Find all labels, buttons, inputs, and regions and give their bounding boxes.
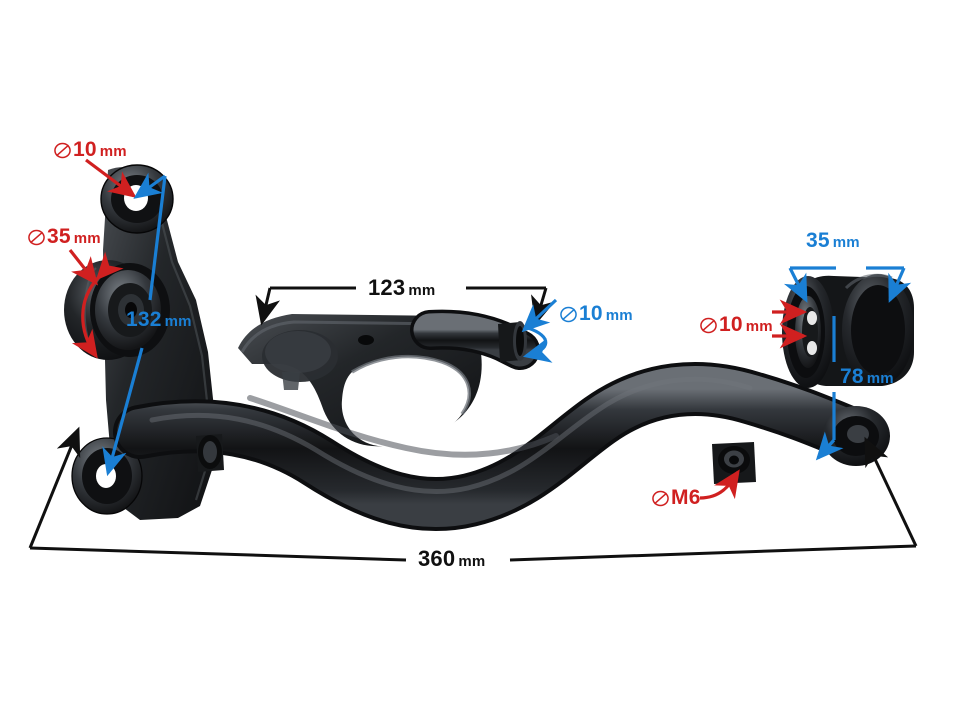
leader-len-78: [815, 316, 844, 461]
dim-value: 10: [579, 302, 603, 325]
diameter-icon: [700, 317, 717, 334]
diameter-icon: [28, 229, 45, 246]
leader-len-132: [102, 172, 167, 477]
leader-len-35-right: [783, 266, 912, 303]
dim-unit: mm: [408, 282, 436, 299]
leader-dia-10-right: [772, 299, 808, 349]
label-dia-m6: M6: [652, 487, 704, 510]
right-bushing: [782, 273, 914, 466]
dim-unit: mm: [605, 307, 633, 324]
dim-unit: mm: [164, 313, 192, 330]
diameter-icon: [54, 142, 71, 159]
dim-unit: mm: [866, 370, 894, 387]
dim-unit: mm: [458, 553, 486, 570]
diameter-icon: [652, 490, 669, 507]
diameter-icon: [560, 306, 577, 323]
leader-dia-35-left: [68, 249, 124, 359]
dim-value: M6: [671, 486, 701, 509]
dim-value: 132: [126, 308, 162, 331]
dim-value: 35: [806, 229, 830, 252]
leader-dia-10-stem: [521, 298, 558, 363]
dim-value: 35: [47, 225, 71, 248]
dim-value: 78: [840, 365, 864, 388]
dim-value: 123: [368, 275, 406, 300]
dim-unit: mm: [99, 143, 127, 160]
dim-value: 10: [719, 313, 743, 336]
leader-len-360: [28, 426, 918, 562]
leader-dia-10-top-left: [85, 158, 137, 198]
leader-dia-m6: [699, 469, 740, 500]
dim-unit: mm: [832, 234, 860, 251]
dim-value: 10: [73, 138, 97, 161]
dim-unit: mm: [73, 230, 101, 247]
dim-value: 360: [418, 546, 456, 571]
stem-end-collar: [498, 321, 527, 362]
leader-len-123: [255, 286, 556, 326]
m6-boss: [712, 442, 756, 484]
dim-unit: mm: [745, 318, 773, 335]
